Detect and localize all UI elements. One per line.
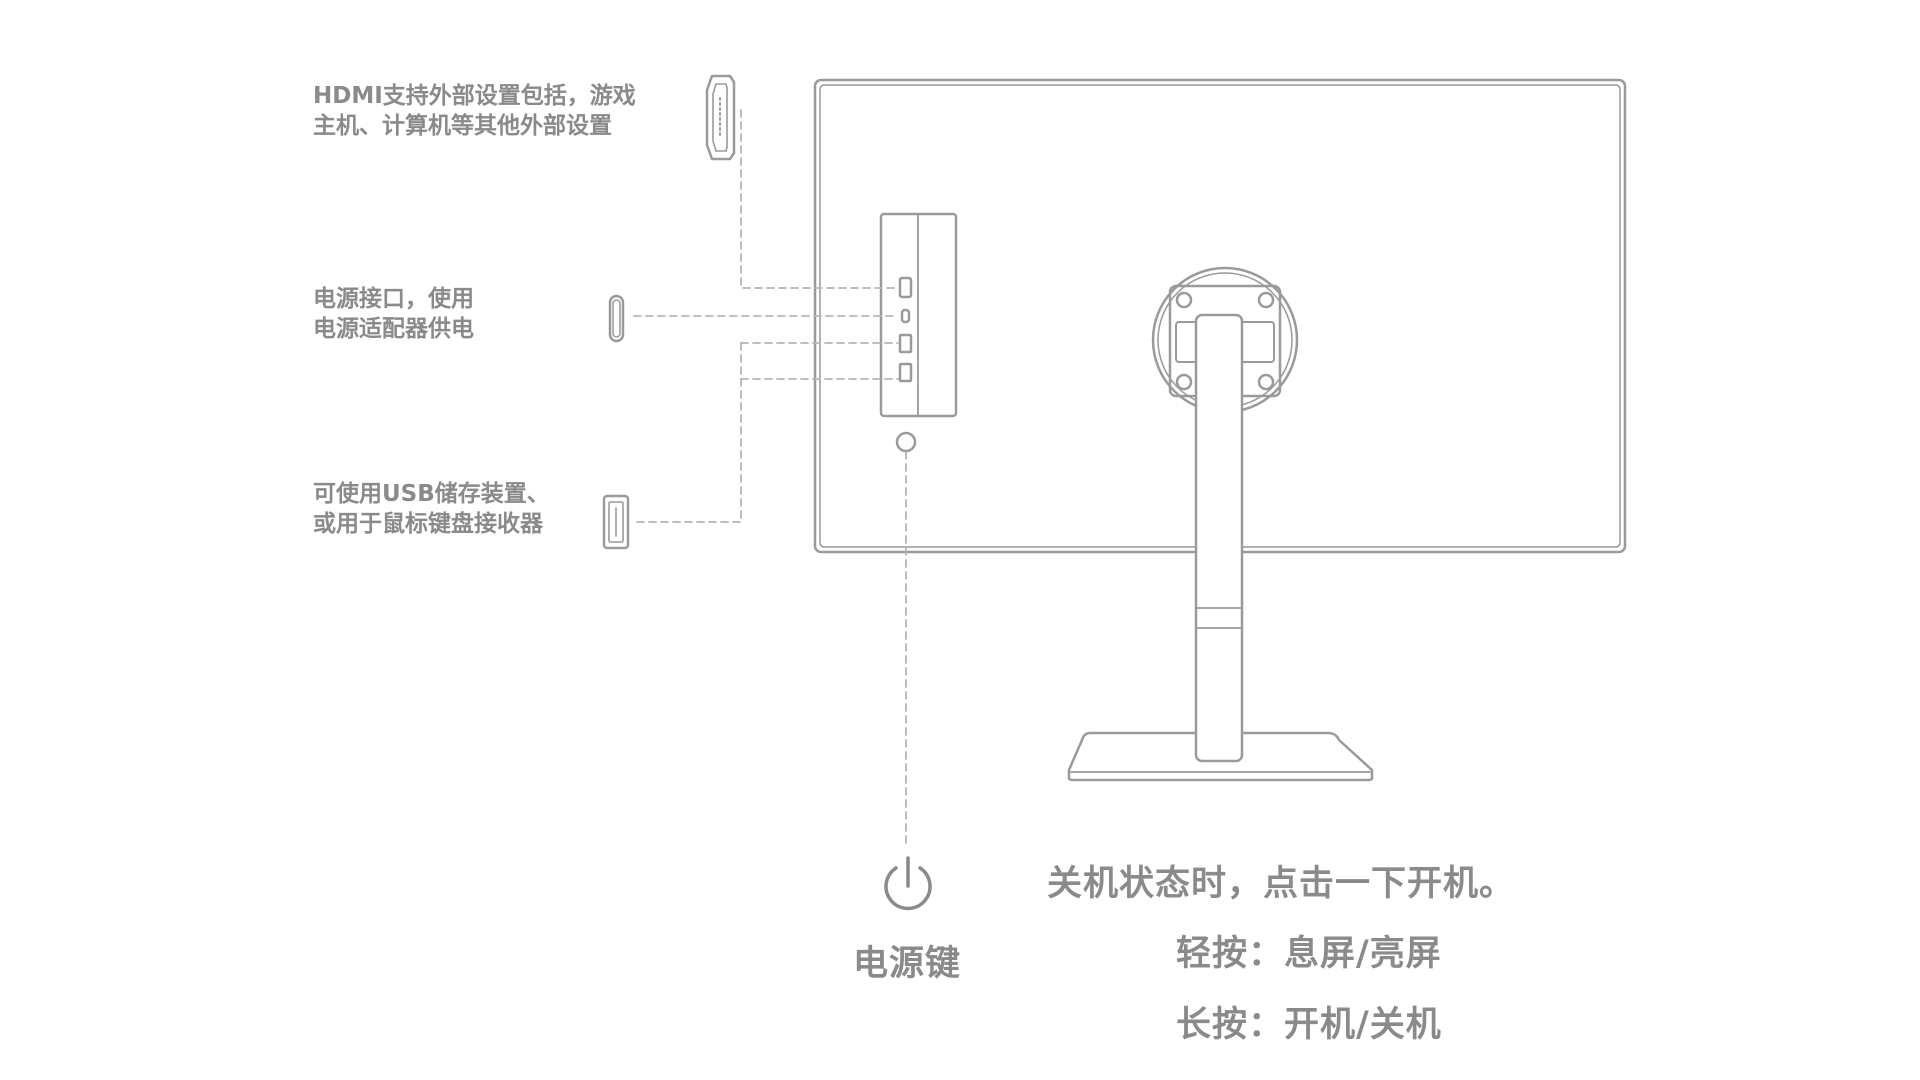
power-port-description-line1: 电源接口，使用 (313, 286, 474, 312)
leader-usb (635, 342, 742, 523)
stand-neck (1194, 313, 1244, 763)
instruction-long-press: 长按：开机/关机 (1176, 1005, 1442, 1045)
port-slot-power (900, 308, 911, 324)
usb-port-icon (602, 494, 630, 550)
port-slot-hdmi (898, 276, 913, 299)
dc-power-port-icon (608, 294, 625, 343)
power-key-label: 电源键 (853, 944, 962, 984)
usb-description-line2: 或用于鼠标键盘接收器 (313, 511, 543, 537)
power-symbol-icon (884, 856, 932, 911)
power-port-description-line2: 电源适配器供电 (313, 316, 474, 342)
hdmi-description-line2: 主机、计算机等其他外部设置 (313, 113, 612, 139)
hdmi-description-line1: HDMI支持外部设置包括，游戏 (313, 83, 636, 109)
instruction-power-on: 关机状态时，点击一下开机。 (1047, 864, 1516, 904)
leader-hdmi (740, 109, 899, 289)
usb-description-line1: 可使用USB储存装置、 (313, 481, 550, 507)
usb-description: 可使用USB储存装置、 或用于鼠标键盘接收器 (313, 479, 550, 539)
leader-lines (633, 109, 907, 849)
hdmi-description: HDMI支持外部设置包括，游戏 主机、计算机等其他外部设置 (313, 81, 636, 141)
power-port-description: 电源接口，使用 电源适配器供电 (313, 284, 474, 344)
port-slot-usb-2 (898, 362, 913, 383)
port-slot-usb-1 (898, 333, 913, 354)
monitor-power-button (895, 431, 917, 453)
port-module (879, 212, 958, 418)
instruction-short-press: 轻按：息屏/亮屏 (1176, 934, 1442, 974)
hdmi-port-icon (705, 74, 736, 161)
